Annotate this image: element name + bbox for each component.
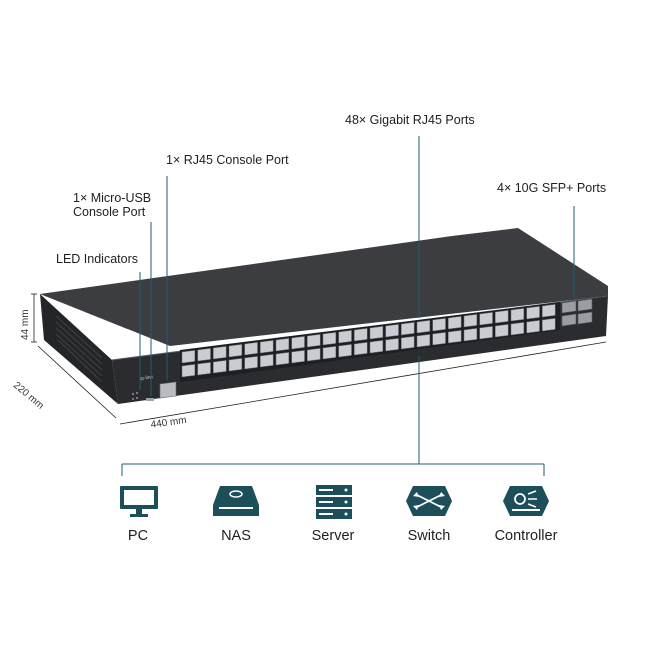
rj45-port (479, 312, 493, 326)
callout-rj45-ports: 48× Gigabit RJ45 Ports (345, 113, 475, 127)
rj45-port (307, 334, 321, 348)
rj45-port (307, 348, 321, 362)
rj45-port (181, 350, 196, 364)
sfp-cages (561, 298, 593, 327)
rj45-port-array (181, 304, 556, 378)
device-label-pc: PC (127, 528, 149, 544)
callout-sfp-ports: 4× 10G SFP+ Ports (497, 181, 607, 195)
rj45-port (448, 316, 462, 330)
dimension-height: 44 mm (20, 309, 31, 340)
callout-console-port: 1× RJ45 Console Port (166, 153, 289, 167)
rj45-port (385, 338, 399, 352)
dimension-lines (31, 293, 607, 425)
device-label-server: Server (311, 528, 355, 544)
rj45-port (354, 328, 368, 342)
rj45-port (322, 332, 337, 346)
rj45-port (181, 364, 196, 378)
rj45-port (244, 342, 258, 356)
switch-arrows-icon (406, 486, 452, 516)
rj45-port (354, 342, 368, 356)
rj45-port (369, 340, 384, 354)
rj45-port (338, 330, 352, 344)
rj45-port (526, 306, 540, 320)
rj45-port (275, 352, 290, 366)
rj45-port (479, 326, 493, 340)
rj45-port (228, 344, 243, 358)
rj45-port (260, 354, 274, 368)
rj45-port (542, 304, 556, 318)
rj45-port (510, 308, 525, 322)
rj45-port (197, 362, 211, 376)
chassis-top (40, 228, 608, 346)
rj45-port (244, 356, 258, 370)
monitor-icon (120, 486, 158, 517)
callout-leaders (139, 136, 575, 396)
callout-usb-console-2: Console Port (73, 205, 146, 219)
rj45-port (260, 340, 274, 354)
rj45-port (432, 318, 446, 332)
rj45-port (291, 350, 305, 364)
callout-led: LED Indicators (56, 252, 138, 266)
rj45-port (228, 358, 243, 372)
brand-mark: tp-link (140, 374, 154, 382)
rj45-port (432, 332, 446, 346)
rj45-port (385, 324, 399, 338)
rj45-port (338, 344, 352, 358)
rj45-port (213, 346, 227, 360)
nas-icon (213, 486, 259, 516)
connection-tree (121, 356, 545, 476)
rj45-port (463, 328, 478, 342)
rj45-port (291, 336, 305, 350)
rj45-port (448, 330, 462, 344)
rj45-port (510, 322, 525, 336)
controller-icon (503, 486, 549, 516)
rj45-port (542, 318, 556, 332)
rj45-port (322, 346, 337, 360)
rj45-port (401, 322, 415, 336)
callout-usb-console-1: 1× Micro-USB (73, 191, 152, 205)
rj45-console-port (159, 381, 177, 399)
rj45-port (369, 326, 384, 340)
rj45-port (526, 320, 540, 334)
rj45-port (495, 310, 509, 324)
device-label-nas: NAS (221, 528, 251, 544)
rj45-port (416, 334, 431, 348)
device-label-switch: Switch (407, 528, 451, 544)
rj45-port (495, 324, 509, 338)
rj45-port (401, 336, 415, 350)
micro-usb-port (146, 398, 154, 401)
rj45-port (463, 314, 478, 328)
led-group (132, 392, 138, 400)
server-rack-icon (316, 485, 352, 519)
rj45-port (213, 360, 227, 374)
device-label-controller: Controller (494, 528, 558, 544)
rj45-port (275, 338, 290, 352)
rj45-port (197, 348, 211, 362)
rj45-port (416, 320, 431, 334)
side-vents (55, 315, 103, 383)
